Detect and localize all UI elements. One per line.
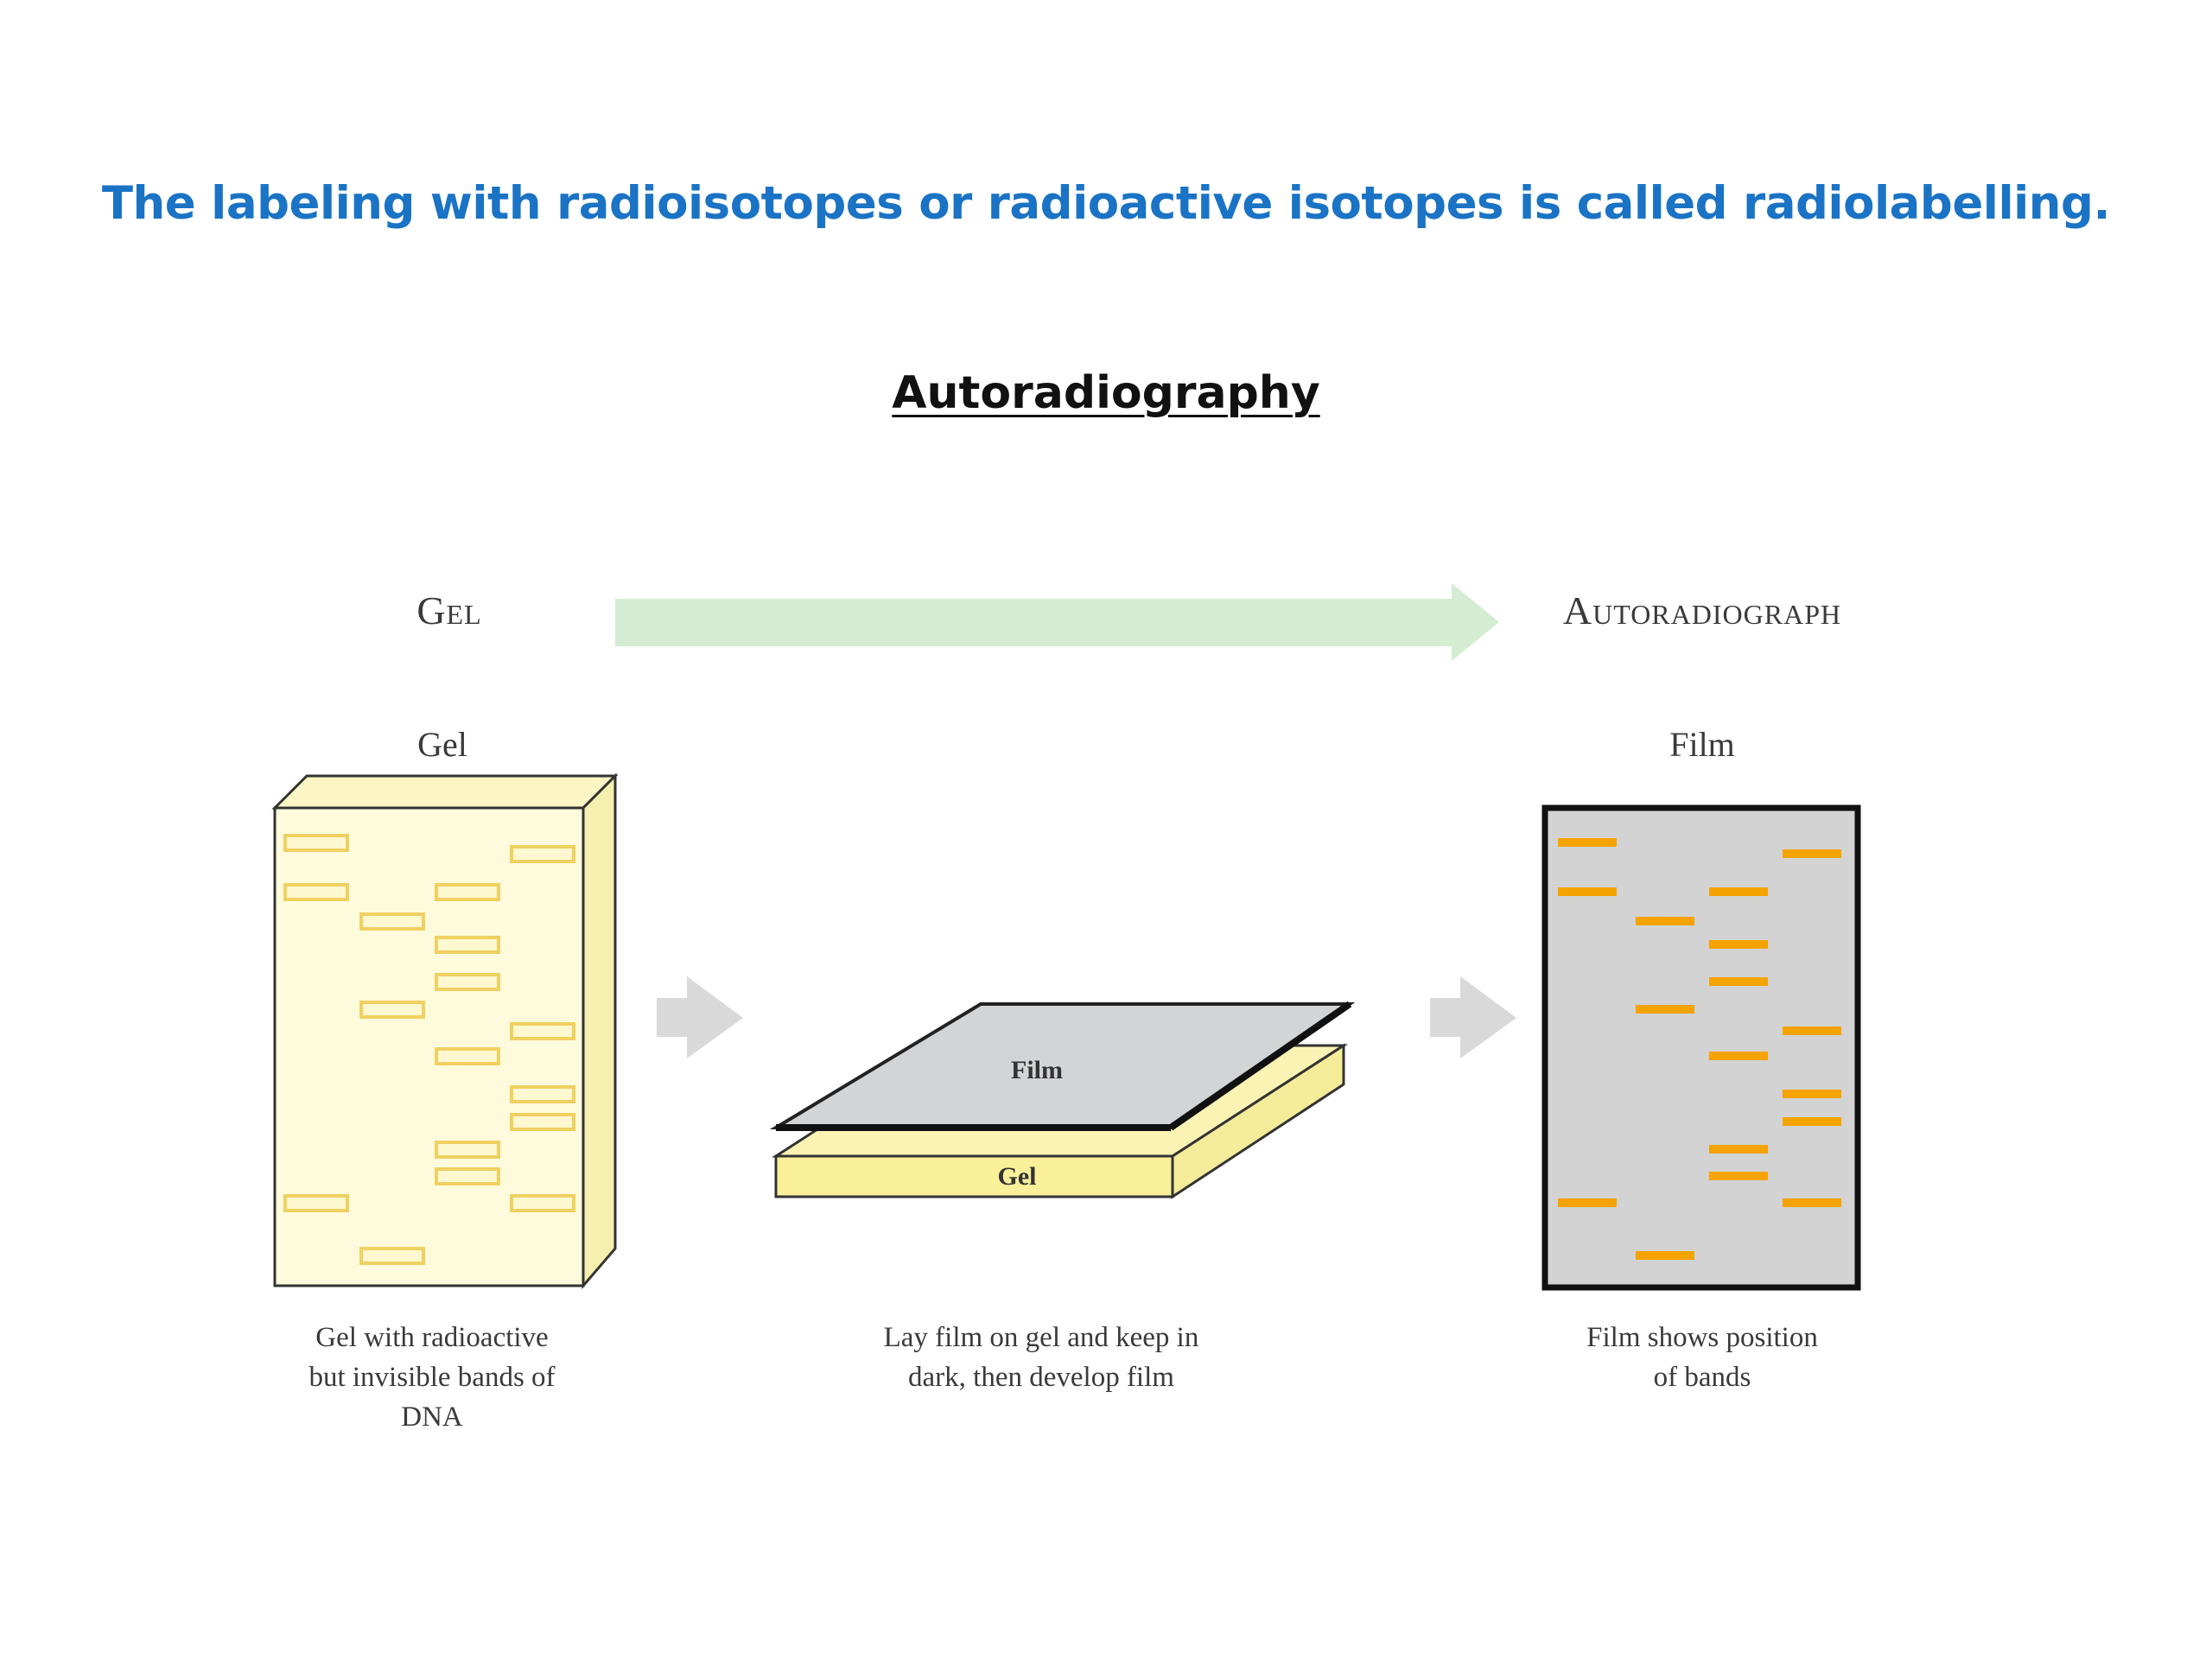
- overlay-caption: Lay film on gel and keep in dark, then d…: [864, 1318, 1218, 1397]
- film-band: [1783, 1090, 1841, 1098]
- film-caption: Film shows position of bands: [1577, 1318, 1827, 1397]
- gel-box: [275, 776, 615, 1286]
- step-arrow-2: [1430, 976, 1516, 1058]
- gel-band: [285, 836, 347, 850]
- film-band: [1636, 1005, 1694, 1014]
- film-band: [1783, 1027, 1841, 1035]
- gel-band: [436, 1049, 499, 1064]
- film-band: [1709, 1145, 1768, 1154]
- gel-band: [285, 885, 347, 899]
- gel-band: [361, 1002, 423, 1017]
- film-band: [1709, 977, 1768, 986]
- film-band: [1558, 838, 1617, 847]
- film-panel-label: Film: [1616, 724, 1789, 765]
- flow-start-label: Gel: [363, 588, 536, 633]
- overlay-film-label: Film: [994, 1056, 1080, 1085]
- gel-band: [512, 1024, 574, 1039]
- film-band: [1783, 849, 1841, 858]
- film-band: [1709, 887, 1768, 896]
- film-band: [1558, 1198, 1617, 1207]
- film-band: [1636, 917, 1694, 925]
- overlay-gel-label: Gel: [974, 1162, 1060, 1192]
- gel-band: [512, 1115, 574, 1129]
- gel-caption: Gel with radioactive but invisible bands…: [302, 1318, 562, 1437]
- gel-band: [512, 1196, 574, 1211]
- gel-band: [361, 914, 423, 929]
- film-band: [1709, 1172, 1768, 1180]
- gel-band: [436, 885, 499, 899]
- film-band: [1783, 1117, 1841, 1126]
- gel-band: [436, 1169, 499, 1184]
- gel-band: [361, 1249, 423, 1263]
- film-band: [1783, 1198, 1841, 1207]
- flow-end-label: Autoradiograph: [1503, 588, 1901, 633]
- gel-band: [436, 938, 499, 952]
- film-band: [1709, 1052, 1768, 1060]
- gel-panel-label: Gel: [356, 724, 529, 765]
- step-arrow-1: [657, 976, 743, 1058]
- gel-band: [285, 1196, 347, 1211]
- film-box: [1545, 808, 1858, 1287]
- gel-band: [512, 847, 574, 861]
- gel-band: [436, 1142, 499, 1157]
- film-band: [1636, 1251, 1694, 1260]
- flow-arrow: [615, 583, 1499, 661]
- gel-band: [436, 975, 499, 989]
- film-band: [1709, 940, 1768, 949]
- film-band: [1558, 887, 1617, 896]
- gel-band: [512, 1087, 574, 1102]
